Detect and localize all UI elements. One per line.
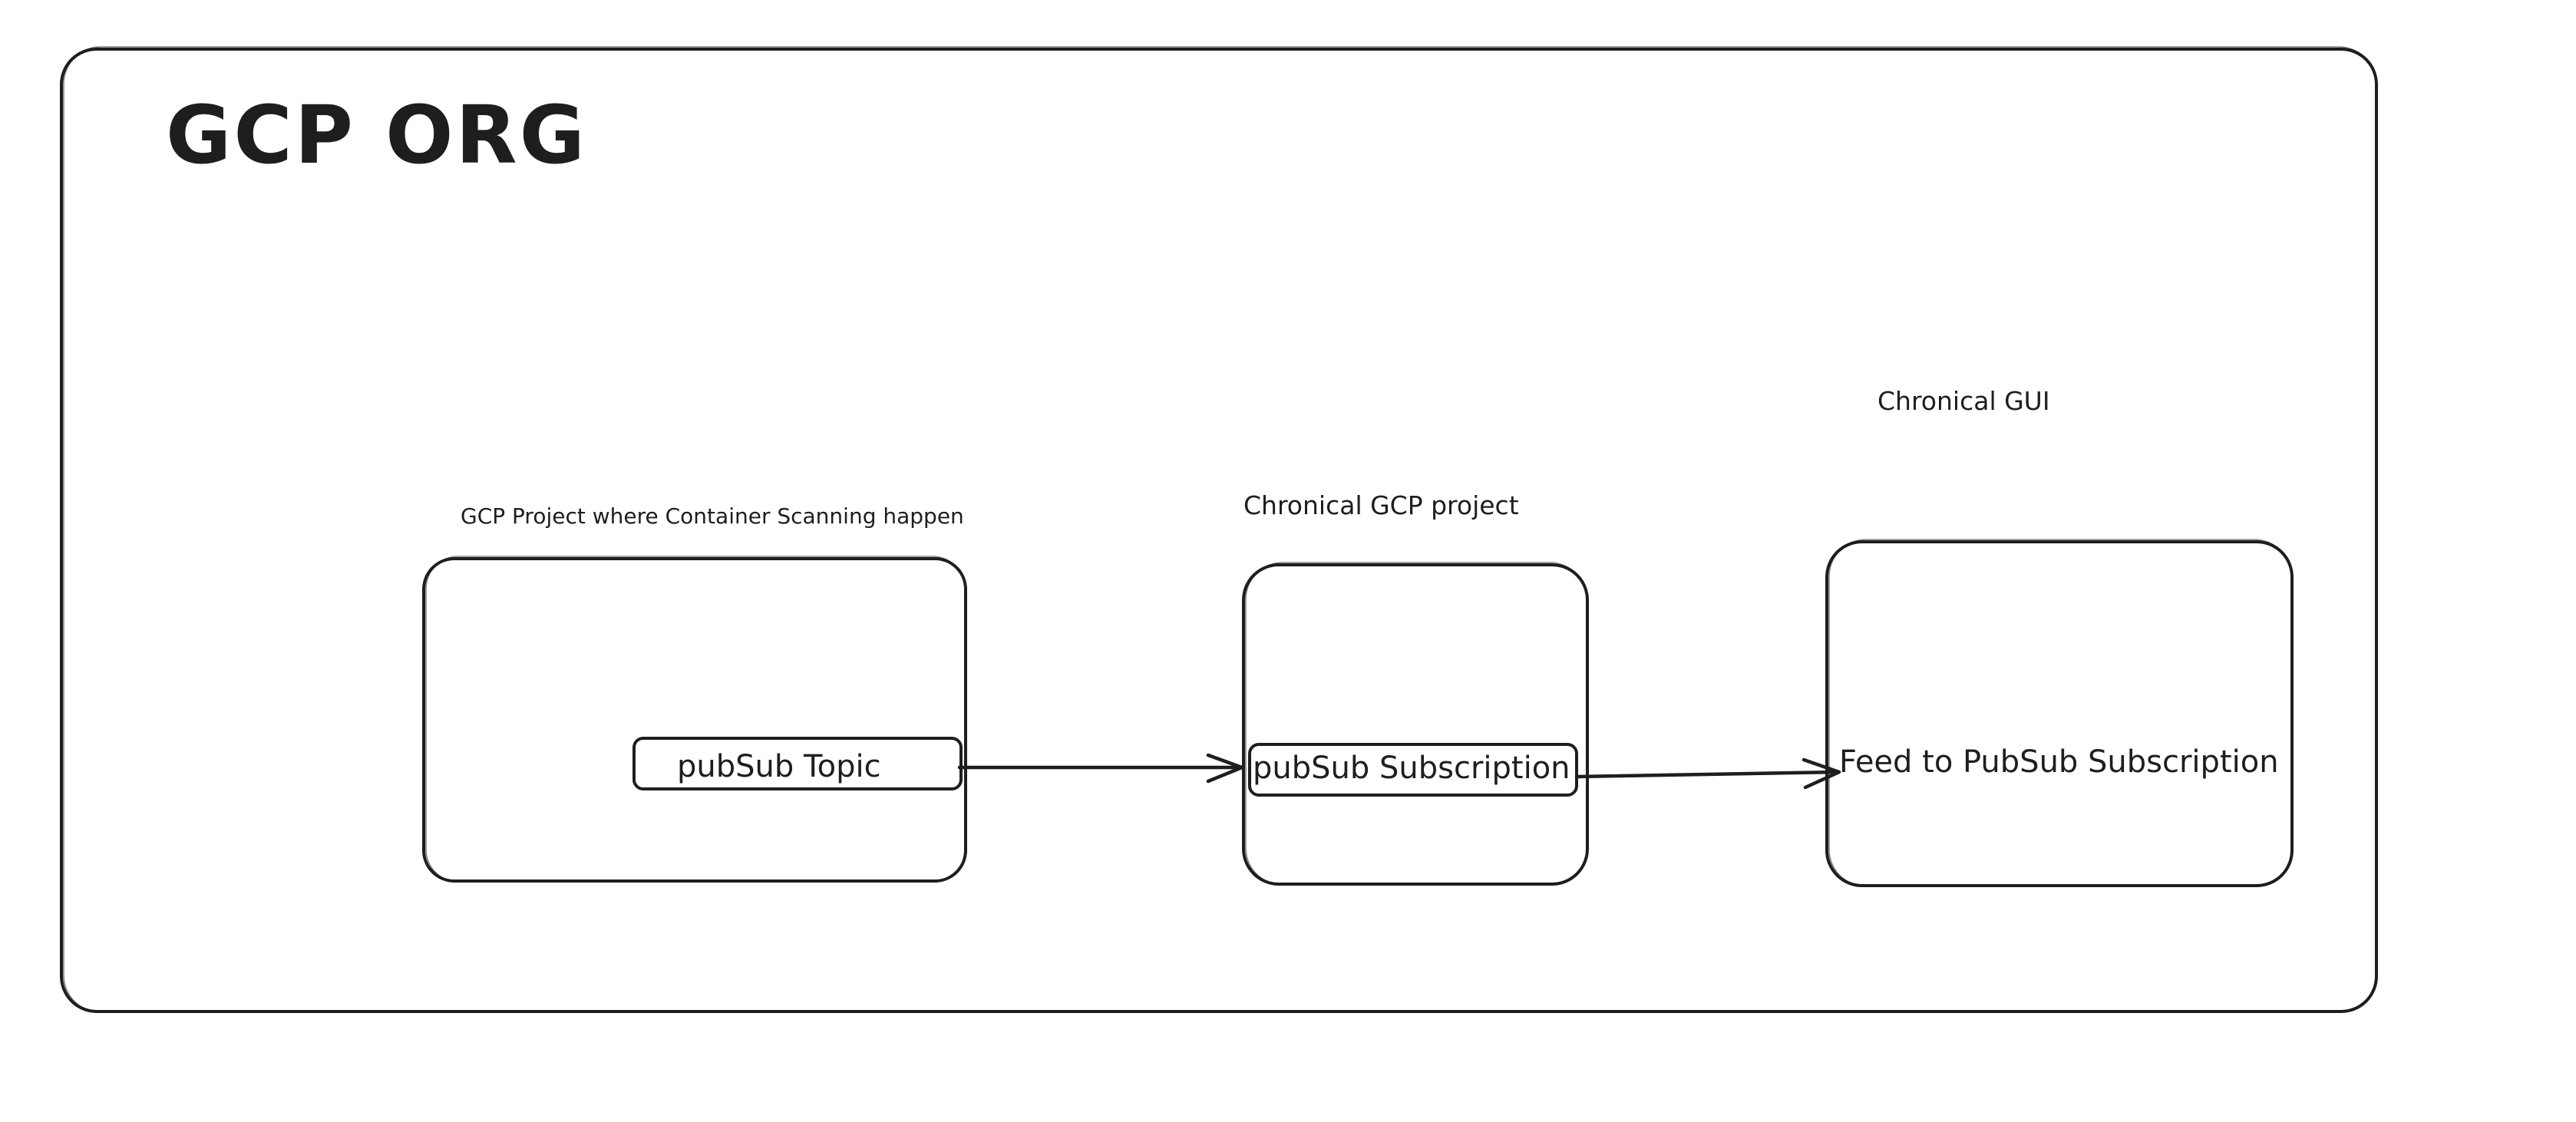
org-container-border bbox=[60, 48, 2378, 1013]
chronical-gui-node: Chronical GUI Feed to PubSub Subscriptio… bbox=[1825, 386, 2294, 887]
org-container-border-sketch bbox=[63, 46, 2376, 1013]
chronical-project-box bbox=[1242, 563, 1589, 886]
org-title: GCP ORG bbox=[166, 88, 587, 182]
chronical-project-box-sketch bbox=[1245, 562, 1587, 886]
chronical-project-caption: Chronical GCP project bbox=[1243, 490, 1519, 520]
chronical-gui-box bbox=[1825, 540, 2294, 887]
pubsub-subscription-label: pubSub Subscription bbox=[1253, 751, 1570, 786]
org-container: GCP ORG bbox=[60, 46, 2378, 1013]
pubsub-topic-label: pubSub Topic bbox=[677, 749, 881, 784]
arrow-subscription-to-feed bbox=[1574, 757, 1841, 790]
scanning-project-box bbox=[422, 557, 967, 883]
scanning-project-box-sketch bbox=[425, 556, 966, 883]
chronical-gui-box-sketch bbox=[1828, 539, 2292, 887]
chronical-project-node: Chronical GCP project pubSub Subscriptio… bbox=[1242, 490, 1589, 886]
scanning-project-caption: GCP Project where Container Scanning hap… bbox=[461, 503, 964, 529]
pubsub-topic-box bbox=[632, 737, 963, 790]
chronical-gui-caption: Chronical GUI bbox=[1878, 386, 2050, 416]
arrow-topic-to-subscription bbox=[957, 753, 1244, 784]
arrow-topic-to-subscription-head bbox=[1206, 753, 1244, 784]
pubsub-subscription-box bbox=[1248, 743, 1578, 797]
arrow-subscription-to-feed-line bbox=[1574, 770, 1840, 779]
arrow-subscription-to-feed-head bbox=[1802, 757, 1841, 790]
chronical-gui-feed-label: Feed to PubSub Subscription bbox=[1839, 744, 2279, 780]
scanning-project-node: GCP Project where Container Scanning hap… bbox=[422, 503, 967, 883]
